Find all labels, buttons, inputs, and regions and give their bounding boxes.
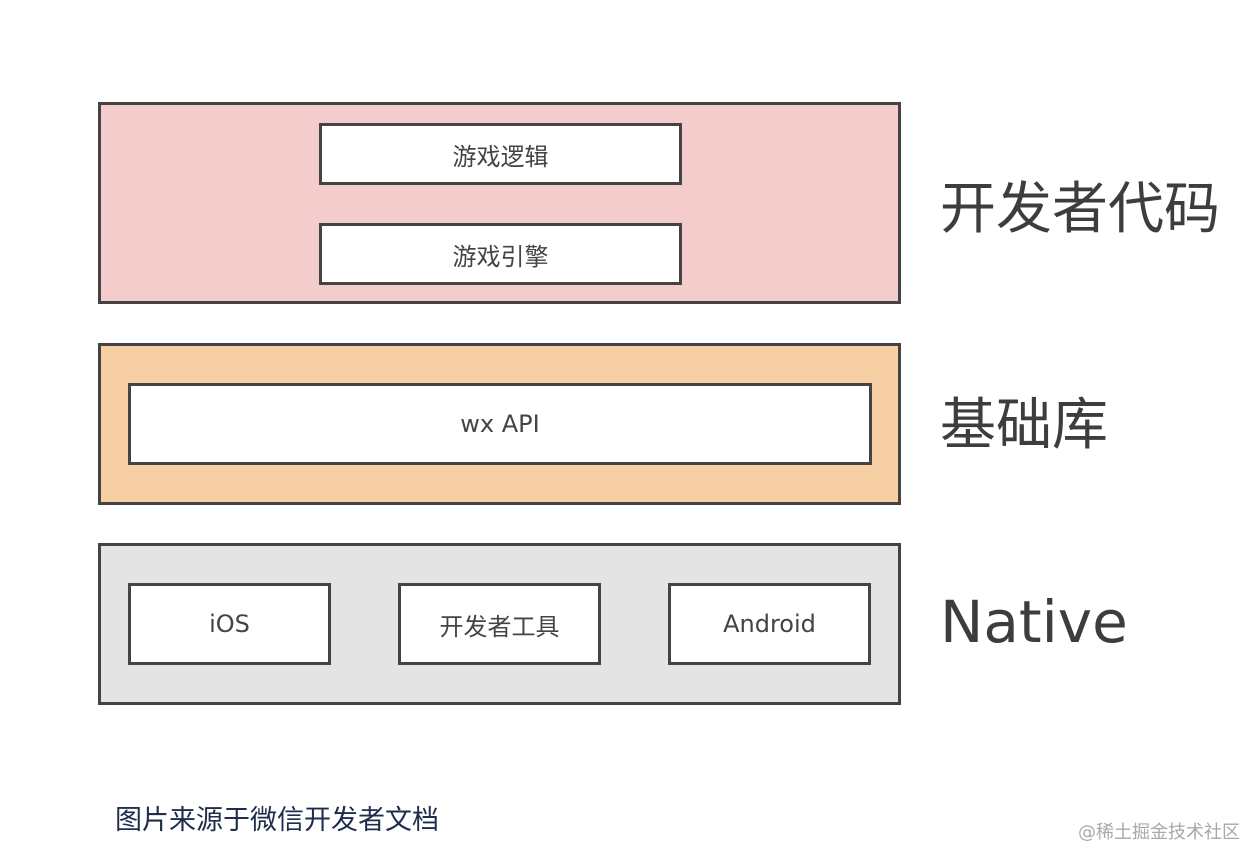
developer-code-label: 开发者代码	[940, 177, 1220, 242]
wx-api-box: wx API	[128, 383, 872, 465]
ios-box: iOS	[128, 583, 331, 665]
image-source-caption: 图片来源于微信开发者文档	[115, 805, 439, 836]
game-engine-box: 游戏引擎	[319, 223, 682, 285]
base-library-label: 基础库	[940, 393, 1108, 458]
android-box: Android	[668, 583, 871, 665]
developer-tools-box: 开发者工具	[398, 583, 601, 665]
game-logic-box: 游戏逻辑	[319, 123, 682, 185]
native-label: Native	[940, 588, 1128, 656]
watermark: @稀土掘金技术社区	[1078, 822, 1240, 843]
